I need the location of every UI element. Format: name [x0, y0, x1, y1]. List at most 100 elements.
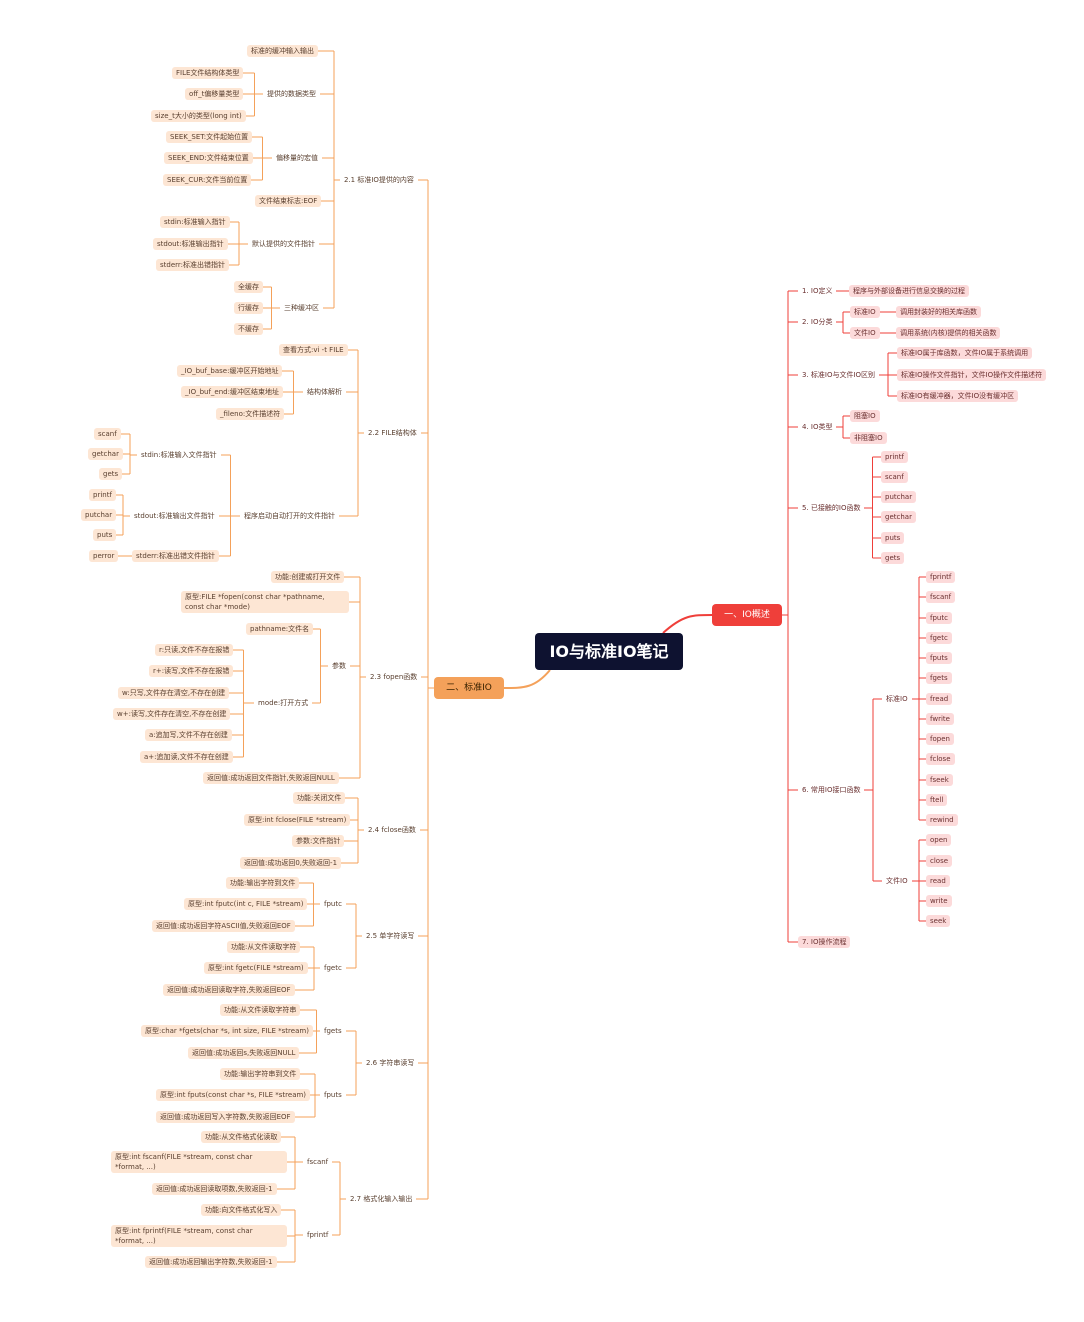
s25-fputc[interactable]: fputc: [320, 898, 346, 910]
fn-printf[interactable]: printf: [881, 451, 908, 463]
s26-fgets[interactable]: fgets: [320, 1025, 346, 1037]
s22-view-method[interactable]: 查看方式:vi -t FILE: [279, 344, 348, 356]
branch-io-overview[interactable]: 一、IO概述: [712, 604, 782, 626]
s25-fgetc-function[interactable]: 功能:从文件读取字符: [227, 941, 301, 953]
s27-fscanf-function[interactable]: 功能:从文件格式化读取: [201, 1131, 282, 1143]
s22-auto-pointers[interactable]: 程序启动自动打开的文件指针: [240, 510, 339, 522]
s26-fputs-prototype[interactable]: 原型:int fputs(const char *s, FILE *stream…: [156, 1089, 311, 1101]
iface-standard-io[interactable]: 标准IO: [882, 693, 912, 705]
s27-fscanf-return[interactable]: 返回值:成功返回读取项数,失败返回-1: [152, 1183, 277, 1195]
common-io-interfaces[interactable]: 6. 常用IO接口函数: [798, 784, 865, 796]
diff-3[interactable]: 标准IO有缓冲器，文件IO没有缓冲区: [897, 390, 1019, 402]
s23-mode-rplus[interactable]: r+:读写,文件不存在报错: [149, 665, 234, 677]
class-file-io-desc[interactable]: 调用系统(内核)提供的相关函数: [896, 327, 1001, 339]
s22-stderr-perror[interactable]: perror: [89, 550, 119, 562]
s26-fgets-return[interactable]: 返回值:成功返回s,失败返回NULL: [188, 1047, 300, 1059]
s23-return[interactable]: 返回值:成功返回文件指针,失败返回NULL: [203, 772, 339, 784]
s22-buf-base[interactable]: _IO_buf_base:缓冲区开始地址: [177, 365, 283, 377]
s26-fgets-function[interactable]: 功能:从文件读取字符串: [220, 1004, 301, 1016]
iface-rewind[interactable]: rewind: [926, 814, 958, 826]
s21-stdin[interactable]: stdin:标准输入指针: [160, 216, 230, 228]
iface-read[interactable]: read: [926, 875, 950, 887]
s24-prototype[interactable]: 原型:int fclose(FILE *stream): [244, 814, 351, 826]
s21-type-file[interactable]: FILE文件结构体类型: [172, 67, 244, 79]
s22-stdout-puts[interactable]: puts: [93, 529, 117, 541]
s27-fprintf-return[interactable]: 返回值:成功返回输出字符数,失败返回-1: [145, 1256, 277, 1268]
root-topic[interactable]: IO与标准IO笔记: [535, 633, 683, 670]
s26-fgets-prototype[interactable]: 原型:char *fgets(char *s, int size, FILE *…: [141, 1025, 313, 1037]
s22-struct-parse[interactable]: 结构体解析: [303, 386, 346, 398]
iface-ftell[interactable]: ftell: [926, 794, 948, 806]
s23-function[interactable]: 功能:创建或打开文件: [271, 571, 345, 583]
fn-puts[interactable]: puts: [881, 532, 905, 544]
s23-mode[interactable]: mode:打开方式: [254, 697, 313, 709]
s25-fputc-prototype[interactable]: 原型:int fputc(int c, FILE *stream): [184, 898, 308, 910]
s21-offset-macros[interactable]: 偏移量的宏值: [272, 152, 322, 164]
s21-full-buffer[interactable]: 全缓存: [234, 281, 263, 293]
s25-fputc-function[interactable]: 功能:输出字符到文件: [226, 877, 300, 889]
s23-mode-wplus[interactable]: w+:读写,文件存在清空,不存在创建: [113, 708, 231, 720]
iface-fputs[interactable]: fputs: [926, 652, 952, 664]
s21-data-types[interactable]: 提供的数据类型: [263, 88, 320, 100]
s21-seek-cur[interactable]: SEEK_CUR:文件当前位置: [163, 174, 252, 186]
nonblocking-io[interactable]: 非阻塞IO: [850, 432, 887, 444]
blocking-io[interactable]: 阻塞IO: [850, 410, 880, 422]
s24-return[interactable]: 返回值:成功返回0,失败返回-1: [240, 857, 342, 869]
iface-open[interactable]: open: [926, 834, 952, 846]
s23-params[interactable]: 参数: [328, 660, 350, 672]
s23-mode-r[interactable]: r:只读,文件不存在报错: [155, 644, 234, 656]
s22-stderr[interactable]: stderr:标准出错文件指针: [132, 550, 220, 562]
iface-fgets[interactable]: fgets: [926, 672, 952, 684]
iface-fread[interactable]: fread: [926, 693, 953, 705]
section-2-4[interactable]: 2.4 fclose函数: [364, 824, 420, 836]
diff-2[interactable]: 标准IO操作文件指针，文件IO操作文件描述符: [897, 369, 1047, 381]
section-2-6[interactable]: 2.6 字符串读写: [362, 1057, 419, 1069]
s27-fscanf-prototype[interactable]: 原型:int fscanf(FILE *stream, const char *…: [111, 1151, 287, 1173]
s26-fputs-function[interactable]: 功能:输出字符串到文件: [220, 1068, 301, 1080]
s25-fgetc-prototype[interactable]: 原型:int fgetc(FILE *stream): [204, 962, 308, 974]
class-standard-io[interactable]: 标准IO: [850, 306, 880, 318]
io-definition[interactable]: 1. IO定义: [798, 285, 837, 297]
s23-prototype[interactable]: 原型:FILE *fopen(const char *pathname, con…: [181, 591, 349, 613]
s21-stderr[interactable]: stderr:标准出错指针: [156, 259, 230, 271]
s21-default-pointers[interactable]: 默认提供的文件指针: [248, 238, 319, 250]
s27-fprintf-function[interactable]: 功能:向文件格式化写入: [201, 1204, 282, 1216]
iface-fprintf[interactable]: fprintf: [926, 571, 956, 583]
s25-fgetc-return[interactable]: 返回值:成功返回读取字符,失败返回EOF: [163, 984, 295, 996]
s21-buffered-io[interactable]: 标准的缓冲输入输出: [247, 45, 318, 57]
s21-no-buffer[interactable]: 不缓存: [234, 323, 263, 335]
s22-stdout-printf[interactable]: printf: [89, 489, 116, 501]
iface-fclose[interactable]: fclose: [926, 753, 955, 765]
s21-three-buffers[interactable]: 三种缓冲区: [280, 302, 323, 314]
s22-stdout-putchar[interactable]: putchar: [81, 509, 117, 521]
s27-fscanf[interactable]: fscanf: [303, 1156, 333, 1168]
s21-stdout[interactable]: stdout:标准输出指针: [153, 238, 228, 250]
section-2-3[interactable]: 2.3 fopen函数: [366, 671, 422, 683]
section-2-2[interactable]: 2.2 FILE结构体: [364, 427, 421, 439]
iface-fwrite[interactable]: fwrite: [926, 713, 954, 725]
s21-eof[interactable]: 文件结束标志:EOF: [255, 195, 322, 207]
iface-close[interactable]: close: [926, 855, 953, 867]
s21-type-size_t[interactable]: size_t大小的类型(long int): [151, 110, 246, 122]
fn-gets[interactable]: gets: [881, 552, 905, 564]
iface-fscanf[interactable]: fscanf: [926, 591, 956, 603]
s26-fputs-return[interactable]: 返回值:成功返回写入字符数,失败返回EOF: [156, 1111, 295, 1123]
fn-putchar[interactable]: putchar: [881, 491, 917, 503]
iface-fgetc[interactable]: fgetc: [926, 632, 952, 644]
s22-stdin-gets[interactable]: gets: [99, 468, 123, 480]
section-2-7[interactable]: 2.7 格式化输入输出: [346, 1193, 417, 1205]
class-file-io[interactable]: 文件IO: [850, 327, 880, 339]
s27-fprintf[interactable]: fprintf: [303, 1229, 333, 1241]
iface-write[interactable]: write: [926, 895, 952, 907]
io-difference[interactable]: 3. 标准IO与文件IO区别: [798, 369, 880, 381]
s27-fprintf-prototype[interactable]: 原型:int fprintf(FILE *stream, const char …: [111, 1225, 287, 1247]
iface-fopen[interactable]: fopen: [926, 733, 954, 745]
s24-params[interactable]: 参数:文件指针: [292, 835, 345, 847]
s23-mode-a[interactable]: a:追加写,文件不存在创建: [145, 729, 232, 741]
known-io-functions[interactable]: 5. 已接触的IO函数: [798, 502, 865, 514]
class-standard-io-desc[interactable]: 调用封装好的相关库函数: [896, 306, 981, 318]
iface-file-io[interactable]: 文件IO: [882, 875, 912, 887]
s21-seek-end[interactable]: SEEK_END:文件结束位置: [164, 152, 253, 164]
s22-buf-end[interactable]: _IO_buf_end:缓冲区结束地址: [181, 386, 283, 398]
s22-stdin-getchar[interactable]: getchar: [88, 448, 123, 460]
